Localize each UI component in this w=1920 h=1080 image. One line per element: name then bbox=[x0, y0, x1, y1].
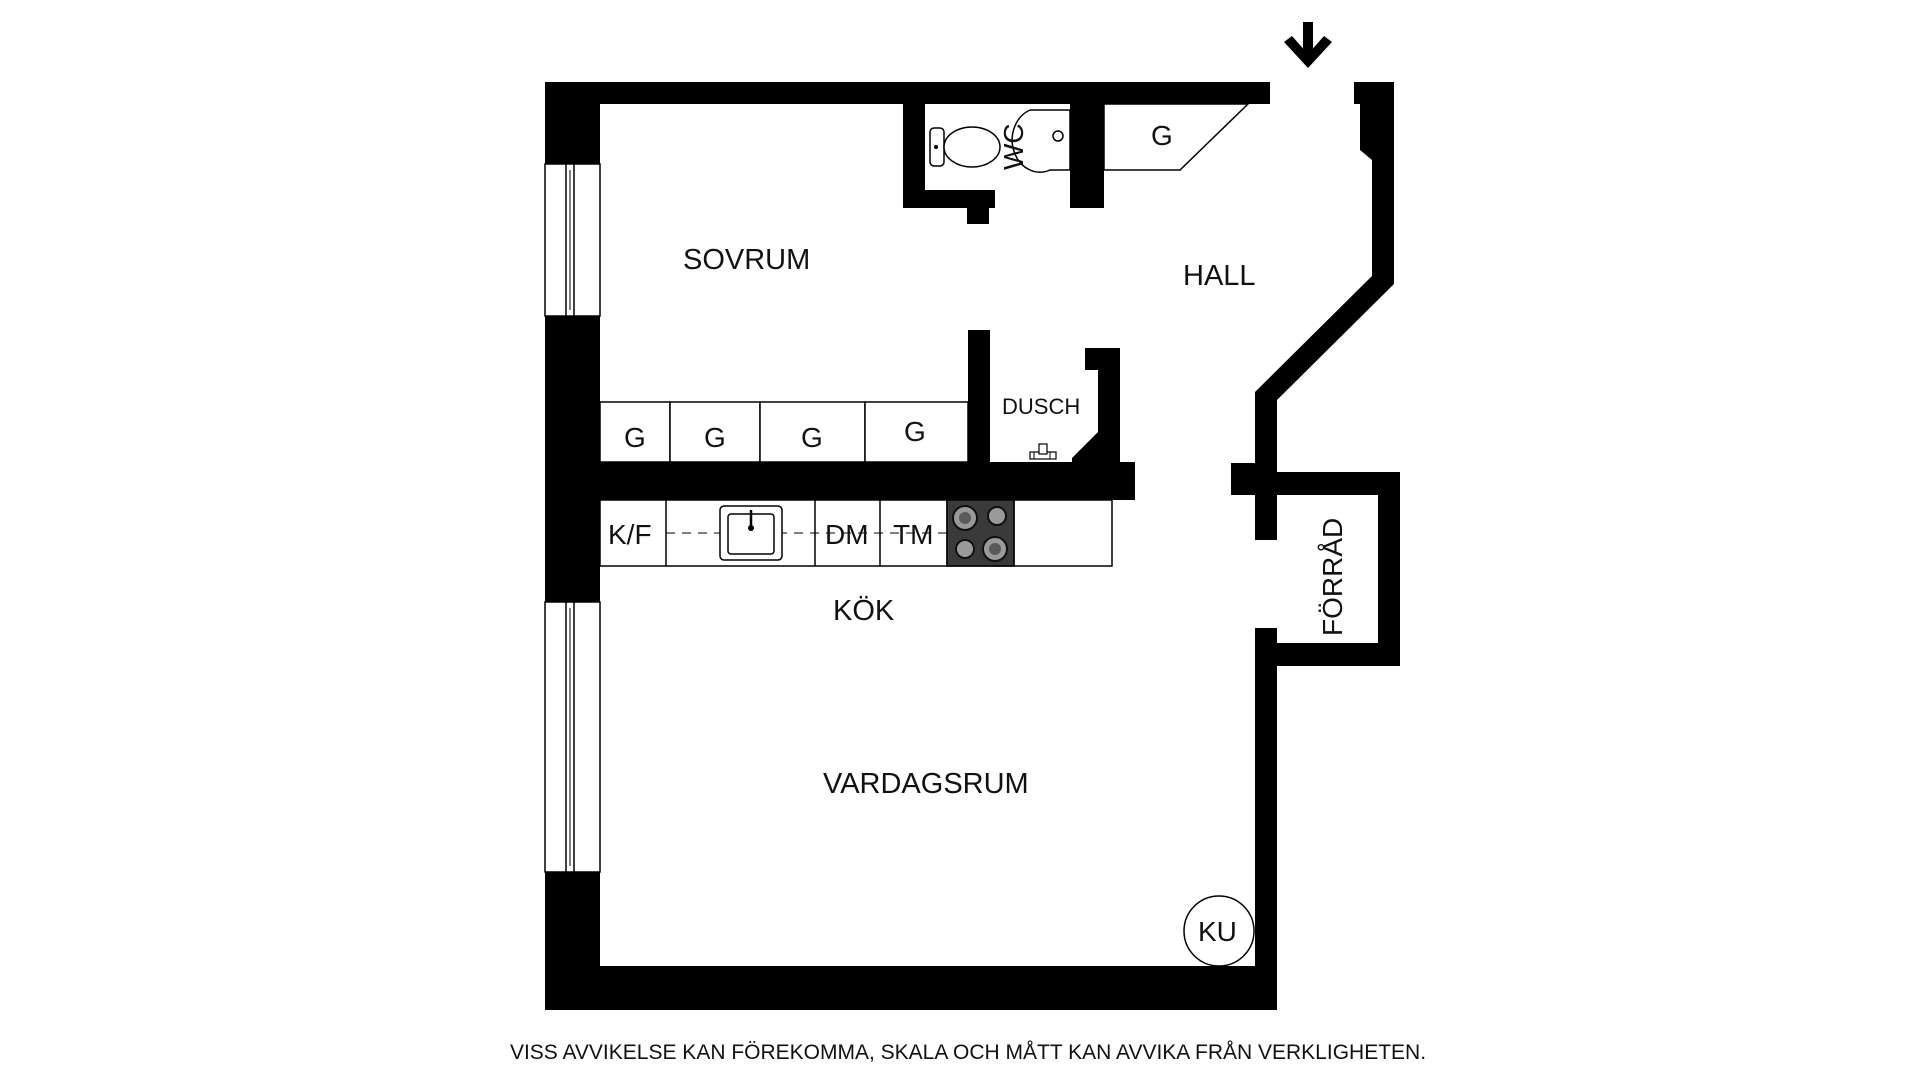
fixture-label-tm: TM bbox=[893, 519, 933, 550]
wardrobe-label-4: G bbox=[904, 416, 926, 447]
room-label-sovrum: SOVRUM bbox=[683, 244, 810, 276]
wardrobe-label-hall: G bbox=[1151, 120, 1173, 151]
bedroom-wardrobes bbox=[599, 401, 969, 463]
disclaimer: VISS AVVIKELSE KAN FÖREKOMMA, SKALA OCH … bbox=[510, 1041, 1426, 1064]
window-upper bbox=[544, 163, 601, 317]
fixture-label-ku: KU bbox=[1198, 916, 1237, 947]
shower-tap-icon bbox=[1029, 443, 1057, 460]
kitchen-counter bbox=[599, 499, 1113, 567]
window-icon bbox=[544, 601, 601, 873]
window-icon bbox=[544, 163, 601, 317]
toilet-icon bbox=[929, 126, 1001, 168]
fixture-label-dm: DM bbox=[825, 519, 869, 550]
room-label-forrad: FÖRRÅD bbox=[1317, 518, 1348, 636]
walls bbox=[545, 82, 1400, 1010]
wardrobe-label-3: G bbox=[801, 422, 823, 453]
room-label-kok: KÖK bbox=[833, 595, 895, 627]
sink-icon bbox=[719, 505, 783, 561]
fireplace-icon bbox=[1183, 895, 1255, 967]
stove-icon bbox=[946, 499, 1015, 567]
room-label-dusch: DUSCH bbox=[1002, 394, 1080, 419]
entrance-arrow-icon bbox=[1284, 22, 1332, 68]
room-label-vardagsrum: VARDAGSRUM bbox=[823, 768, 1029, 800]
room-label-wc: WC bbox=[998, 123, 1029, 170]
fixture-label-kf: K/F bbox=[608, 519, 652, 550]
window-lower bbox=[544, 601, 601, 873]
wardrobe-label-2: G bbox=[704, 422, 726, 453]
room-label-hall: HALL bbox=[1183, 260, 1256, 292]
hall-wardrobe bbox=[1103, 103, 1250, 171]
washbasin-icon bbox=[1011, 109, 1071, 173]
wardrobe-label-1: G bbox=[624, 422, 646, 453]
